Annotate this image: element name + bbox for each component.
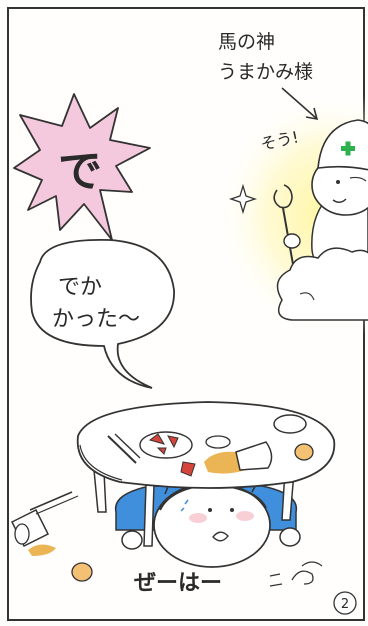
sfx-bottom: ぜーはー — [134, 571, 222, 596]
caption-line1: 馬の神 — [218, 31, 275, 53]
caption-arrow — [281, 87, 319, 121]
wind-swirl-icon — [269, 561, 323, 587]
speech-bubble — [30, 238, 175, 389]
page-number: 2 — [341, 597, 349, 612]
burst-bubble — [13, 93, 151, 241]
table-scene — [10, 401, 336, 582]
caption-line2: うまかみ様 — [218, 61, 313, 83]
burst-text: で — [58, 146, 102, 197]
page-number-badge — [333, 591, 357, 615]
sparkle-icon — [228, 183, 258, 215]
green-cross-icon — [341, 141, 355, 156]
exhausted-character — [114, 471, 301, 568]
horse-god-character — [273, 119, 368, 321]
speech-line1: でか — [58, 275, 102, 300]
speech-line2: かった〜 — [52, 307, 140, 332]
